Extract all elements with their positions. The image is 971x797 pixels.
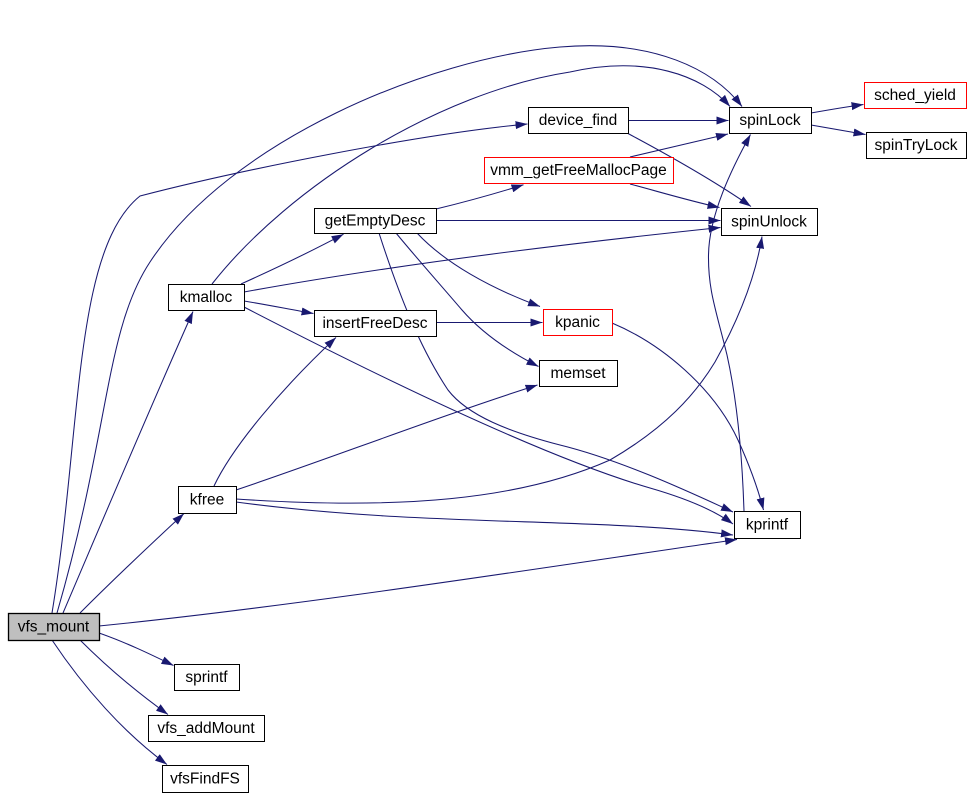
svg-text:kfree: kfree xyxy=(190,492,224,509)
svg-text:kmalloc: kmalloc xyxy=(180,289,233,306)
svg-text:vfs_addMount: vfs_addMount xyxy=(157,720,255,737)
svg-text:sprintf: sprintf xyxy=(185,669,228,686)
svg-text:getEmptyDesc: getEmptyDesc xyxy=(325,213,426,230)
svg-text:vfs_mount: vfs_mount xyxy=(18,619,90,636)
svg-text:insertFreeDesc: insertFreeDesc xyxy=(322,315,427,332)
svg-text:vmm_getFreeMallocPage: vmm_getFreeMallocPage xyxy=(490,162,667,179)
svg-text:spinLock: spinLock xyxy=(739,112,800,129)
svg-text:spinTryLock: spinTryLock xyxy=(875,137,958,154)
svg-text:spinUnlock: spinUnlock xyxy=(731,214,807,231)
svg-text:kpanic: kpanic xyxy=(555,314,600,331)
svg-text:sched_yield: sched_yield xyxy=(874,87,956,104)
svg-text:vfsFindFS: vfsFindFS xyxy=(170,771,240,788)
svg-text:memset: memset xyxy=(550,365,606,382)
svg-text:device_find: device_find xyxy=(539,112,617,129)
svg-text:kprintf: kprintf xyxy=(746,517,789,534)
